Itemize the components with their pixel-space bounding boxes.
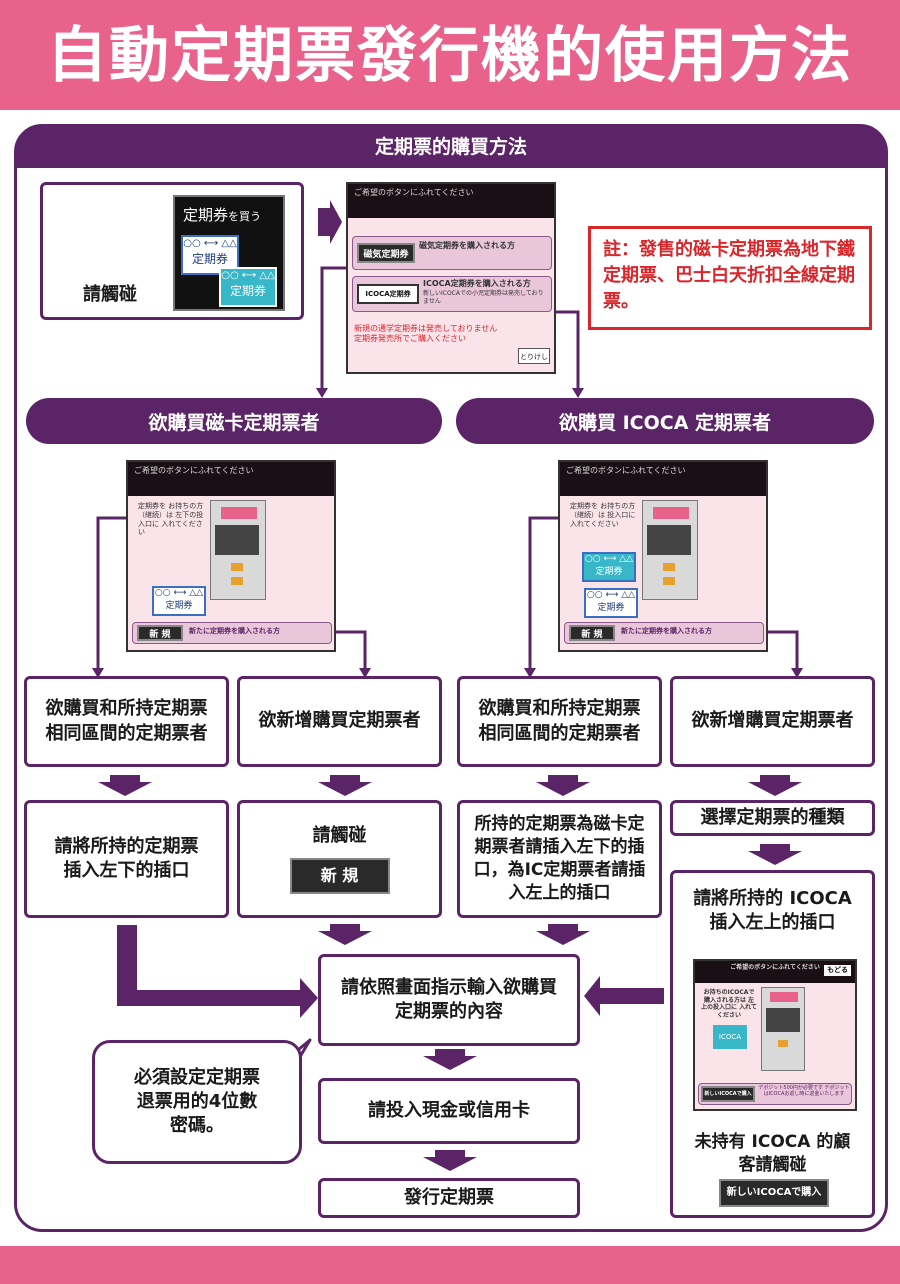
ic-new-box: 欲新增購買定期票者 <box>670 676 875 767</box>
mag-renew-box: 欲購買和所持定期票相同區間的定期票者 <box>24 676 229 767</box>
machine-illustration-ic <box>642 500 698 600</box>
screen-ic-header: ご希望のボタンにふれてください <box>560 462 766 496</box>
back-button[interactable]: もどる <box>824 965 851 977</box>
page-title: 自動定期票發行機的使用方法 <box>47 21 853 91</box>
screen-mag-header: ご希望のボタンにふれてください <box>128 462 334 496</box>
start-card-title: 定期券 <box>183 206 229 224</box>
icoca-ticket-button[interactable]: ICOCA定期券 <box>357 284 419 304</box>
password-note-bubble: 必須設定定期票退票用的4位數密碼。 <box>92 1040 302 1164</box>
screen-select-type: ご希望のボタンにふれてください 磁気定期券 磁気定期券を購入される方 ICOCA… <box>346 182 556 374</box>
start-touch-label: 請觸碰 <box>83 284 137 305</box>
no-icoca-label: 未持有 ICOCA 的顧客請觸碰 <box>694 1132 851 1175</box>
mag-new-box: 欲新增購買定期票者 <box>237 676 442 767</box>
branch-magnetic: 欲購買磁卡定期票者 <box>26 398 442 444</box>
footer-bar <box>0 1246 900 1284</box>
magnetic-desc: 磁気定期券を購入される方 <box>419 241 515 250</box>
start-ticket-white: ○○ ⟷ △△ 定期券 <box>181 235 239 275</box>
screen-new-icoca: ご希望のボタンにふれてください もどる お持ちのICOCAで 購入される方は 左… <box>693 959 857 1111</box>
screen-mag-new-desc: 新たに定期券を購入される方 <box>189 627 280 635</box>
start-card-suffix: を買う <box>228 210 262 223</box>
screen-ic-text: 定期券を お持ちの方（継続）は 投入口に 入れてください <box>570 502 636 528</box>
screen-ic-ticket-name-a: 定期券 <box>595 567 623 577</box>
screen-ic-new-button[interactable]: 新 規 <box>569 625 615 641</box>
ic-insert-label: 請將所持的 ICOCA 插入左上的插口 <box>693 888 852 934</box>
screen-ic-ticket-route-a: ○○ ⟷ △△ <box>584 554 634 564</box>
start-ticket-blue: ○○ ⟷ △△ 定期券 <box>219 267 277 307</box>
ic-renew-step-box: 所持的定期票為磁卡定期票者請插入左下的插口，為IC定期票者請插入左上的插口 <box>457 800 662 918</box>
ic-type-select-box: 選擇定期票的種類 <box>670 800 875 836</box>
issue-step-box: 發行定期票 <box>318 1178 580 1218</box>
machine-illustration-ic2 <box>761 987 805 1071</box>
mag-new-step-box: 請觸碰 新 規 <box>237 800 442 918</box>
icoca-card: ICOCA <box>713 1025 747 1049</box>
screen1-warning: 新規の通学定期券は発売しておりません 定期券発売所でご購入ください <box>354 324 498 343</box>
icoca-subdesc: 新しいICOCAでの小児定期券は発売しておりません <box>423 290 544 305</box>
screen1-header: ご希望のボタンにふれてください <box>348 184 554 218</box>
screen-mag-new-row: 新 規 新たに定期券を購入される方 <box>132 622 332 644</box>
input-step-box: 請依照畫面指示輸入欲購買定期票的內容 <box>318 954 580 1046</box>
mag-new-touch-label: 請觸碰 <box>312 824 367 846</box>
mag-renew-step-box: 請將所持的定期票插入左下的插口 <box>24 800 229 918</box>
screen-ic-new-row: 新 規 新たに定期券を購入される方 <box>564 622 764 644</box>
screen1-icoca-row: ICOCA定期券 ICOCA定期券を購入される方 新しいICOCAでの小児定期券… <box>352 276 552 312</box>
cancel-button[interactable]: とりけし <box>518 348 550 364</box>
note-box: 註：發售的磁卡定期票為地下鐵定期票、巴士白天折扣全線定期票。 <box>588 226 872 330</box>
section-title: 定期票的購買方法 <box>16 126 886 168</box>
icoca-desc: ICOCA定期券を購入される方 <box>423 279 531 288</box>
header-bar <box>0 0 900 110</box>
branch-icoca: 欲購買 ICOCA 定期票者 <box>456 398 874 444</box>
start-ticket-route: ○○ ⟷ △△ <box>183 238 237 249</box>
screen-mag-ticket: ○○ ⟷ △△ 定期券 <box>152 586 206 616</box>
new-icoca-screen-button[interactable]: 新しいICOCAで購入 <box>701 1086 755 1102</box>
start-ticket-name: 定期券 <box>191 251 228 266</box>
screen-mag-ticket-name: 定期券 <box>165 601 193 611</box>
screen-mag-new-button[interactable]: 新 規 <box>137 625 183 641</box>
screen1-magnetic-row: 磁気定期券 磁気定期券を購入される方 <box>352 236 552 270</box>
magnetic-ticket-button[interactable]: 磁気定期券 <box>357 243 415 263</box>
new-button[interactable]: 新 規 <box>289 858 390 895</box>
start-ticket-route-2: ○○ ⟷ △△ <box>221 270 275 281</box>
screen-icoca-renew: ご希望のボタンにふれてください 定期券を お持ちの方（継続）は 投入口に 入れて… <box>558 460 768 652</box>
pay-step-box: 請投入現金或信用卡 <box>318 1078 580 1144</box>
new-icoca-button[interactable]: 新しいICOCAで購入 <box>719 1179 829 1207</box>
screen-ic-ticket-ic: ○○ ⟷ △△ 定期券 <box>582 552 636 582</box>
start-ticket-name-2: 定期券 <box>229 283 266 298</box>
screen-ic-new-desc: 新たに定期券を購入される方 <box>621 627 712 635</box>
screen-ic-ticket-name-b: 定期券 <box>597 603 625 613</box>
screen-ic2-text: お持ちのICOCAで 購入される方は 左上の投入口に 入れてください <box>701 989 757 1019</box>
start-card-button[interactable]: 定期券を買う ○○ ⟷ △△ 定期券 ○○ ⟷ △△ 定期券 <box>173 195 285 311</box>
screen-ic-ticket-mag: ○○ ⟷ △△ 定期券 <box>584 588 638 618</box>
screen-ic2-header: ご希望のボタンにふれてください <box>730 964 820 971</box>
ic-insert-box: 請將所持的 ICOCA 插入左上的插口 ご希望のボタンにふれてください もどる … <box>670 870 875 1218</box>
screen-mag-text: 定期券を お持ちの方（継続）は 左下の投入口に 入れてください <box>138 502 204 537</box>
machine-illustration <box>210 500 266 600</box>
start-step-box: 請觸碰 定期券を買う ○○ ⟷ △△ 定期券 ○○ ⟷ △△ 定期券 <box>40 182 304 320</box>
screen-magnetic-renew: ご希望のボタンにふれてください 定期券を お持ちの方（継続）は 左下の投入口に … <box>126 460 336 652</box>
screen-mag-ticket-route: ○○ ⟷ △△ <box>154 588 204 598</box>
screen-ic-ticket-route-b: ○○ ⟷ △△ <box>586 590 636 600</box>
screen-ic2-desc: デポジット500円が必要です デポジットはICOCAお返し時に返金いたします <box>758 1085 850 1098</box>
ic-renew-box: 欲購買和所持定期票相同區間的定期票者 <box>457 676 662 767</box>
